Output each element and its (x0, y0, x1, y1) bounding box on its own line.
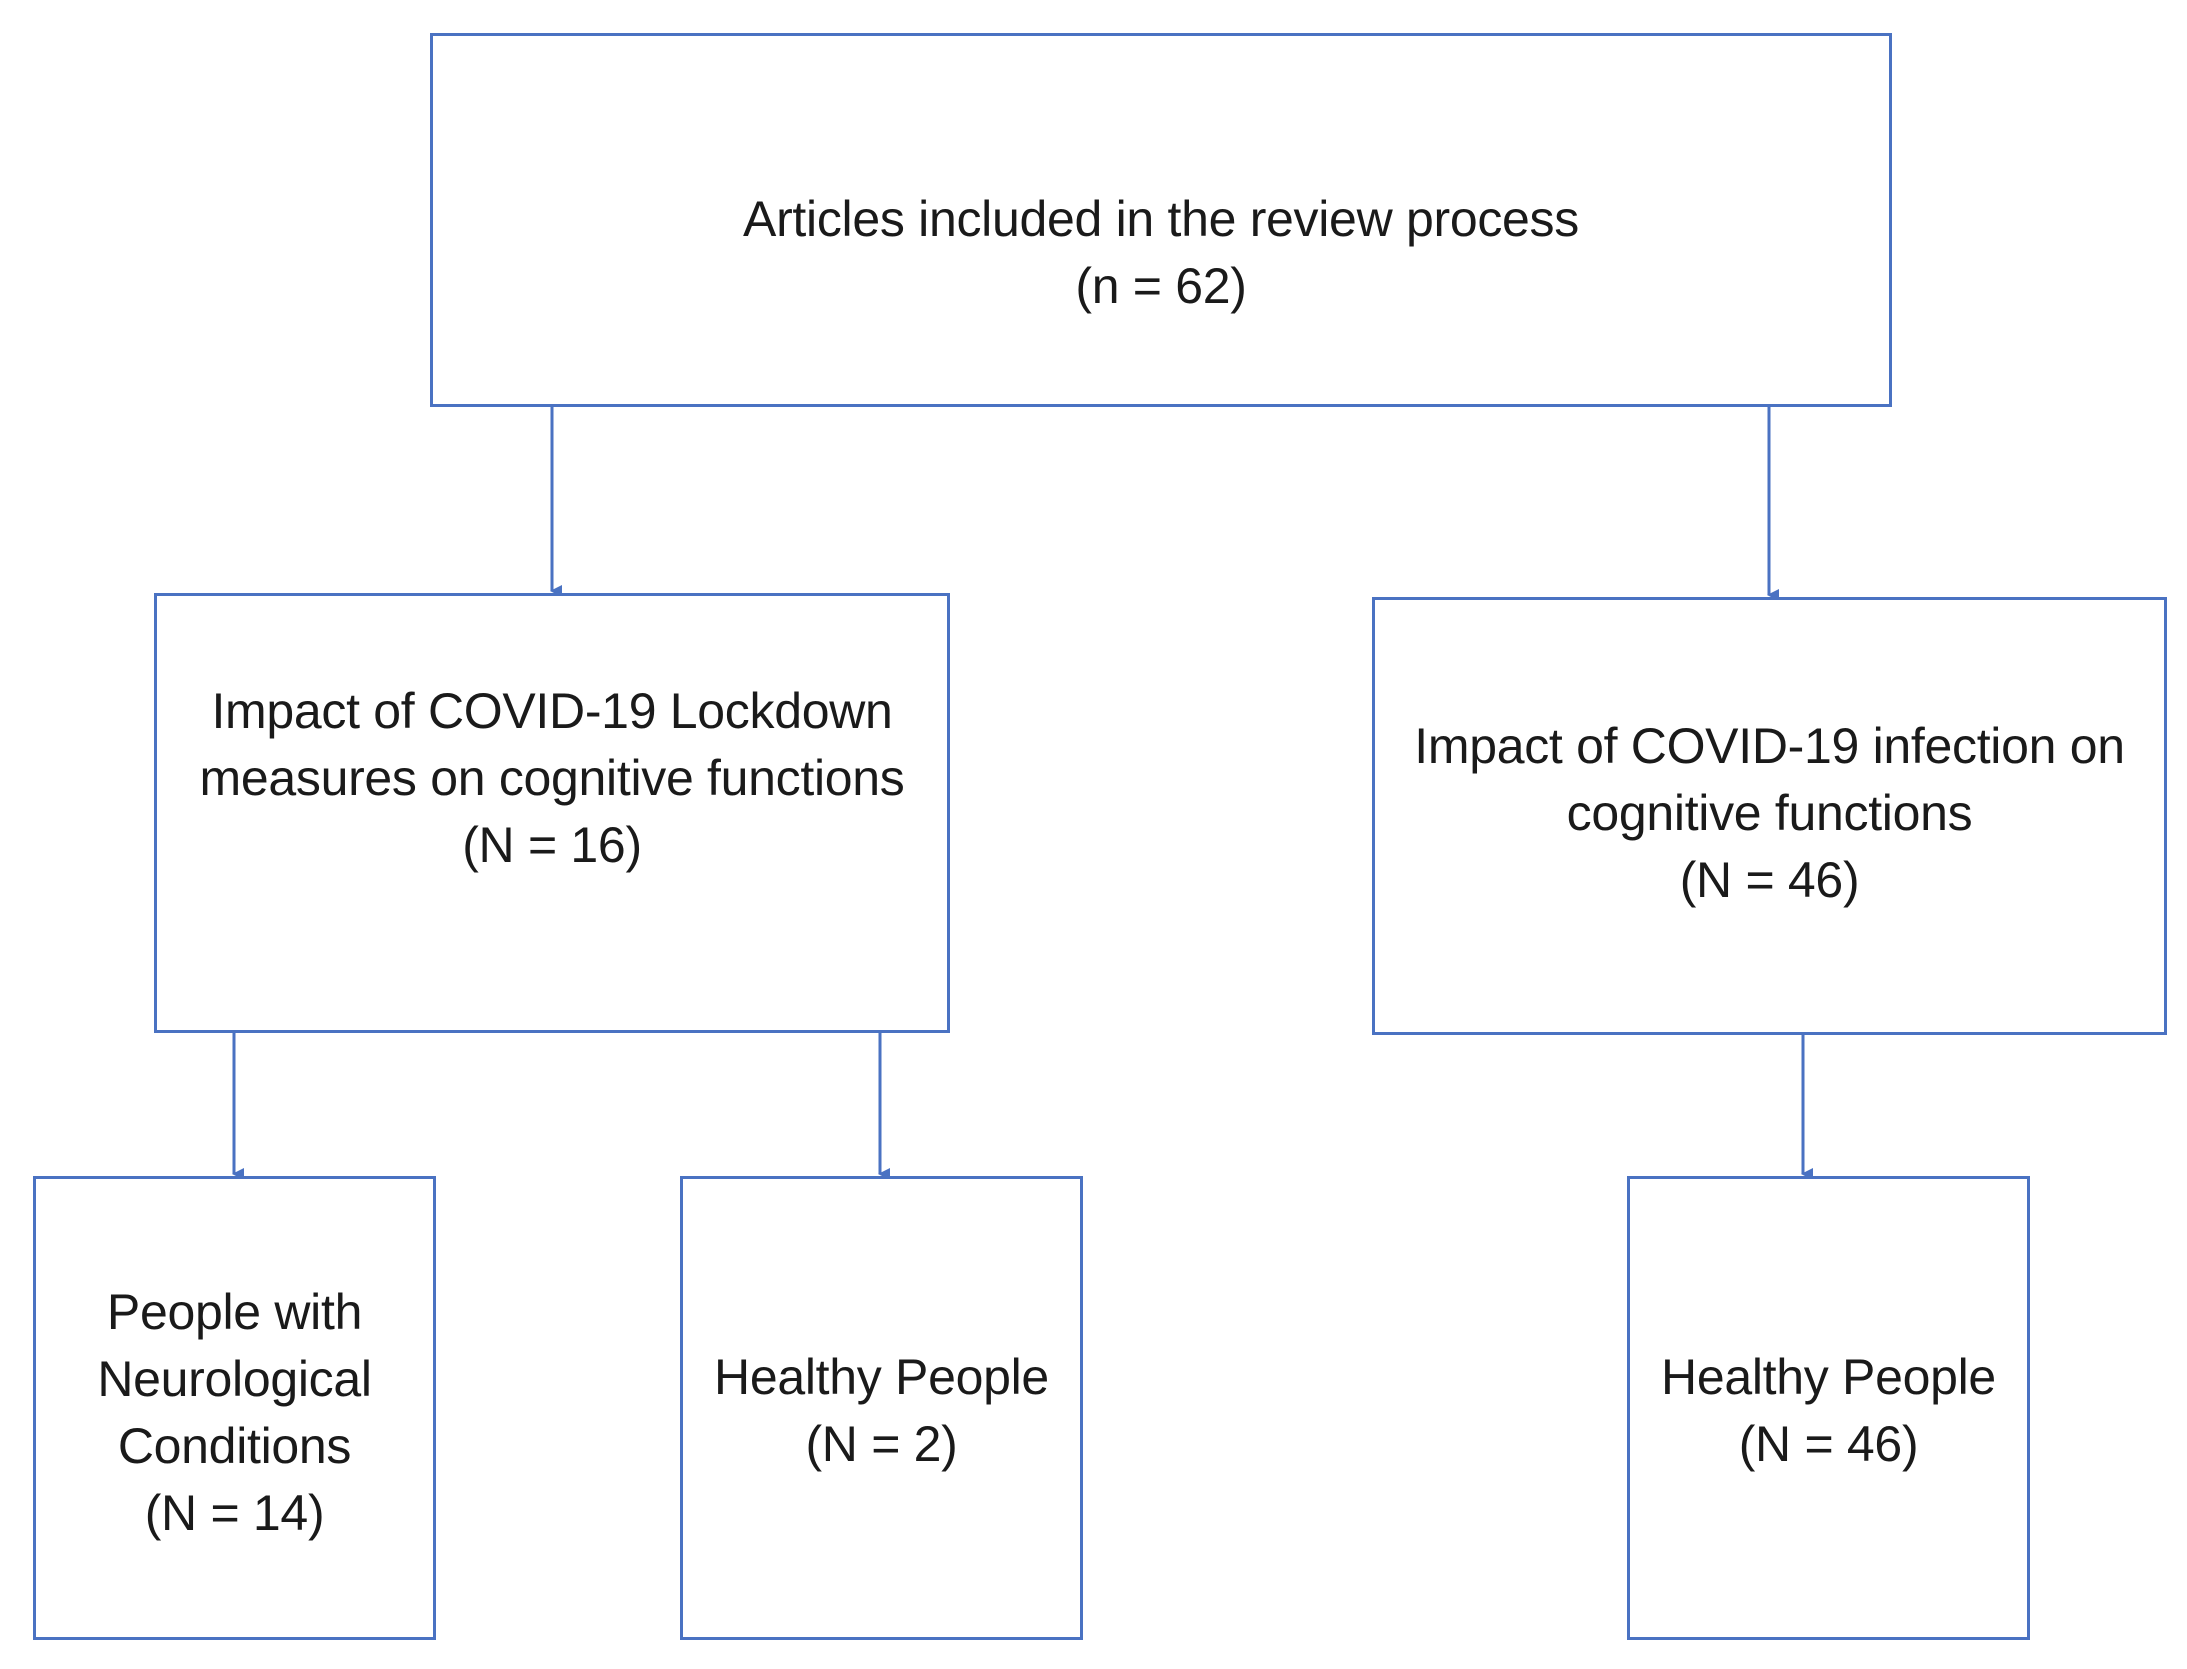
box-neurological-line2: Neurological (97, 1351, 372, 1407)
box-lockdown-impact-count: (N = 16) (462, 817, 642, 873)
box-healthy-people-lockdown: Healthy People (N = 2) (680, 1176, 1083, 1640)
box-healthy-infection-label: Healthy People (1661, 1349, 1996, 1405)
box-lockdown-impact: Impact of COVID-19 Lockdown measures on … (154, 593, 950, 1033)
box-neurological-line1: People with (106, 1284, 363, 1340)
box-infection-impact-line2: cognitive functions (1566, 785, 1973, 841)
box-neurological-conditions: People with Neurological Conditions (N =… (33, 1176, 436, 1640)
box-articles-included-title: Articles included in the review process (743, 191, 1579, 247)
box-healthy-lockdown-count: (N = 2) (805, 1416, 958, 1472)
box-infection-impact-line1: Impact of COVID-19 infection on (1414, 718, 2125, 774)
box-neurological-count: (N = 14) (144, 1485, 325, 1541)
box-infection-impact-count: (N = 46) (1679, 852, 1860, 908)
box-healthy-people-infection: Healthy People (N = 46) (1627, 1176, 2030, 1640)
box-articles-included: Articles included in the review process … (430, 33, 1892, 407)
box-articles-included-count: (n = 62) (1075, 258, 1247, 314)
box-healthy-infection-count: (N = 46) (1738, 1416, 1919, 1472)
box-lockdown-impact-line1: Impact of COVID-19 Lockdown (211, 683, 893, 739)
box-lockdown-impact-line2: measures on cognitive functions (199, 750, 905, 806)
box-healthy-lockdown-label: Healthy People (714, 1349, 1049, 1405)
box-neurological-line3: Conditions (117, 1418, 352, 1474)
box-infection-impact: Impact of COVID-19 infection on cognitiv… (1372, 597, 2167, 1035)
